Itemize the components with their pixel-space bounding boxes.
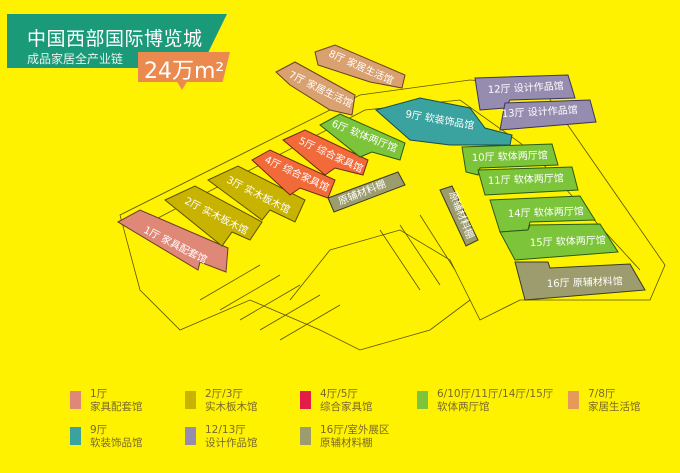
legend-item: 9厅软装饰品馆 [70,424,143,450]
hall-9[interactable]: 9厅 软装饰品馆 [374,97,513,146]
hall-13-label: 13厅 设计作品馆 [501,103,577,120]
legend-item: 1厅家具配套馆 [70,388,143,414]
page-title: 中国西部国际博览城 [27,28,203,50]
hall-16-label: 16厅 原辅材料馆 [547,274,623,290]
legend-item: 7/8厅家居生活馆 [568,388,641,414]
legend-name: 家具配套馆 [90,401,143,413]
hall-14-label: 14厅 软体两厅馆 [508,204,584,220]
legend-name: 原辅材料棚 [320,437,373,449]
hall-15-label: 15厅 软体两厅馆 [530,233,606,249]
legend-name: 设计作品馆 [205,437,258,449]
legend-item: 12/13厅设计作品馆 [185,424,258,450]
legend-halls: 4厅/5厅 [320,388,358,400]
legend-swatch [300,391,311,409]
legend-item: 4厅/5厅综合家具馆 [300,388,373,414]
legend-swatch [185,427,196,445]
hall-10[interactable]: 10厅 软体两厅馆 [461,143,559,176]
legend-name: 综合家具馆 [320,401,373,413]
legend-halls: 1厅 [90,388,108,400]
legend-swatch [300,427,311,445]
legend-swatch [70,391,81,409]
legend-halls: 2厅/3厅 [205,388,243,400]
legend-item: 2厅/3厅实木板木馆 [185,388,258,414]
hall-15[interactable]: 15厅 软体两厅馆 [499,223,619,261]
page-subtitle: 成品家居全产业链 [27,52,124,66]
legend-halls: 16厅/室外展区 [320,424,390,436]
area-badge [138,52,230,82]
legend-name: 软体两厅馆 [437,401,490,413]
legend-swatch [417,391,428,409]
hall-10-label: 10厅 软体两厅馆 [472,148,548,164]
legend-swatch [70,427,81,445]
hall-12[interactable]: 12厅 设计作品馆 [474,74,576,111]
legend-halls: 9厅 [90,424,108,436]
materials-shed-right[interactable]: 原辅材料棚 [439,185,479,247]
legend-name: 软装饰品馆 [90,437,143,449]
hall-13[interactable]: 13厅 设计作品馆 [499,99,597,131]
area-value: 24万m² [144,59,225,84]
legend-swatch [568,391,579,409]
legend-name: 实木板木馆 [205,401,258,413]
legend-halls: 12/13厅 [205,424,246,436]
hall-11-label: 11厅 软体两厅馆 [488,171,564,187]
materials-shed-left[interactable]: 原辅材料棚 [327,171,406,213]
legend-item: 6/10厅/11厅/14厅/15厅软体两厅馆 [417,388,553,414]
legend-item: 16厅/室外展区原辅材料棚 [300,424,389,450]
hall-16[interactable]: 16厅 原辅材料馆 [514,261,646,301]
hall-14[interactable]: 14厅 软体两厅馆 [489,195,596,233]
hall-12-label: 12厅 设计作品馆 [487,79,563,96]
legend-halls: 7/8厅 [588,388,616,400]
hall-11[interactable]: 11厅 软体两厅馆 [477,166,579,196]
legend-halls: 6/10厅/11厅/14厅/15厅 [437,388,554,400]
area-badge-tail [176,80,188,90]
legend-name: 家居生活馆 [588,401,641,413]
legend-swatch [185,391,196,409]
